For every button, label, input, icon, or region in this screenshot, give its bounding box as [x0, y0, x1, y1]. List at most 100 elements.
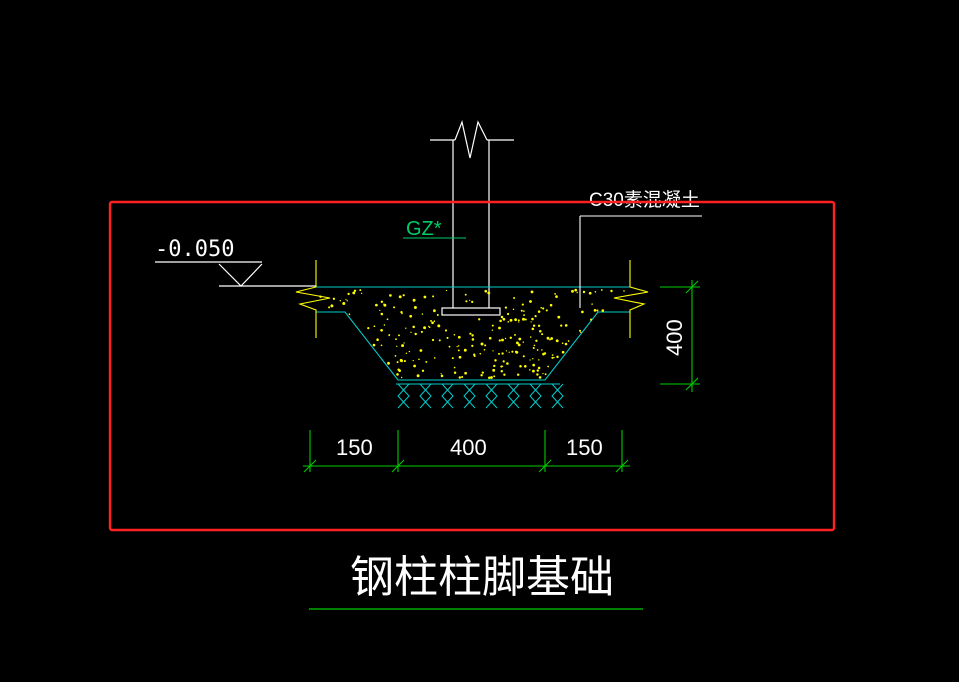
- concrete-speck: [388, 334, 390, 337]
- concrete-speck: [529, 359, 531, 361]
- concrete-speck: [394, 355, 397, 357]
- concrete-speck: [418, 358, 420, 361]
- concrete-speck: [524, 318, 527, 321]
- concrete-speck: [534, 315, 537, 318]
- concrete-speck: [330, 304, 334, 308]
- concrete-speck: [413, 306, 417, 309]
- concrete-speck: [405, 352, 408, 355]
- concrete-speck: [610, 289, 613, 293]
- concrete-speck: [492, 350, 494, 352]
- concrete-speck: [531, 317, 534, 321]
- concrete-speck: [453, 366, 456, 369]
- concrete-speck: [551, 356, 554, 359]
- concrete-speck: [494, 359, 497, 362]
- concrete-speck: [386, 318, 389, 321]
- concrete-speck: [514, 333, 516, 336]
- concrete-speck: [479, 352, 482, 355]
- concrete-speck: [551, 354, 554, 356]
- concrete-speck: [541, 333, 544, 336]
- concrete-speck: [501, 338, 504, 342]
- concrete-speck: [522, 341, 525, 343]
- concrete-speck: [469, 299, 471, 301]
- material-note-leader: [579, 215, 702, 308]
- concrete-speck: [579, 329, 581, 332]
- soil-hatch-mark: [529, 383, 542, 409]
- concrete-speck: [433, 309, 436, 313]
- concrete-speck: [413, 364, 416, 368]
- concrete-speck: [546, 336, 550, 340]
- concrete-speck: [398, 334, 400, 337]
- concrete-speck: [352, 291, 356, 295]
- concrete-speck: [425, 360, 428, 363]
- concrete-speck: [389, 294, 392, 297]
- width-dimension-center: 400: [450, 435, 487, 460]
- concrete-speck: [507, 312, 510, 316]
- concrete-speck: [567, 340, 570, 342]
- concrete-speck: [464, 293, 467, 296]
- concrete-speck: [523, 310, 525, 312]
- concrete-speck: [379, 309, 381, 312]
- concrete-speck: [500, 370, 503, 373]
- concrete-speck: [502, 360, 505, 363]
- soil-hatch-mark: [551, 383, 564, 409]
- concrete-speck: [542, 307, 545, 310]
- concrete-speck: [537, 366, 541, 370]
- concrete-speck: [513, 297, 516, 299]
- concrete-speck: [498, 326, 501, 330]
- soil-hatch-mark: [507, 383, 520, 409]
- concrete-speck: [550, 337, 554, 340]
- concrete-fill-pattern: [319, 288, 625, 380]
- concrete-speck: [453, 371, 457, 374]
- break-line-left: [295, 260, 331, 338]
- concrete-speck: [564, 324, 568, 327]
- concrete-speck: [458, 355, 462, 359]
- concrete-speck: [471, 338, 475, 341]
- concrete-speck: [535, 339, 538, 342]
- concrete-speck: [469, 332, 472, 335]
- concrete-speck: [560, 324, 563, 327]
- concrete-speck: [457, 345, 460, 347]
- concrete-speck: [531, 327, 535, 331]
- concrete-speck: [471, 344, 474, 347]
- concrete-speck: [412, 359, 414, 362]
- concrete-speck: [544, 373, 547, 376]
- soil-hatch-mark: [485, 383, 498, 409]
- concrete-speck: [580, 331, 582, 333]
- concrete-speck: [561, 350, 565, 354]
- concrete-speck: [359, 289, 362, 292]
- soil-hatch-mark: [529, 383, 542, 409]
- concrete-speck: [532, 369, 535, 373]
- concrete-speck: [504, 337, 507, 340]
- concrete-speck: [419, 349, 423, 352]
- material-note: C30素混凝土: [589, 189, 700, 211]
- concrete-speck: [536, 373, 539, 376]
- concrete-speck: [505, 350, 508, 352]
- foundation-outline: [316, 286, 630, 381]
- concrete-speck: [492, 368, 496, 372]
- elevation-marker: [155, 261, 316, 287]
- drawing-title: 钢柱柱脚基础: [350, 553, 614, 602]
- concrete-speck: [506, 362, 509, 365]
- concrete-speck: [353, 289, 357, 292]
- concrete-speck: [488, 336, 492, 340]
- concrete-speck: [540, 306, 543, 309]
- concrete-speck: [509, 318, 513, 322]
- concrete-speck: [367, 326, 370, 330]
- concrete-speck: [502, 317, 506, 321]
- concrete-speck: [446, 336, 449, 339]
- concrete-speck: [539, 329, 542, 333]
- concrete-speck: [591, 303, 593, 305]
- concrete-speck: [433, 320, 436, 322]
- concrete-speck: [373, 325, 376, 328]
- concrete-speck: [519, 364, 522, 368]
- width-dimension: [303, 430, 630, 473]
- concrete-speck: [396, 373, 399, 376]
- concrete-speck: [500, 315, 504, 319]
- concrete-speck: [553, 356, 555, 359]
- concrete-speck: [538, 376, 542, 379]
- concrete-speck: [484, 344, 487, 347]
- soil-hatch-mark: [419, 383, 432, 409]
- concrete-speck: [423, 295, 427, 299]
